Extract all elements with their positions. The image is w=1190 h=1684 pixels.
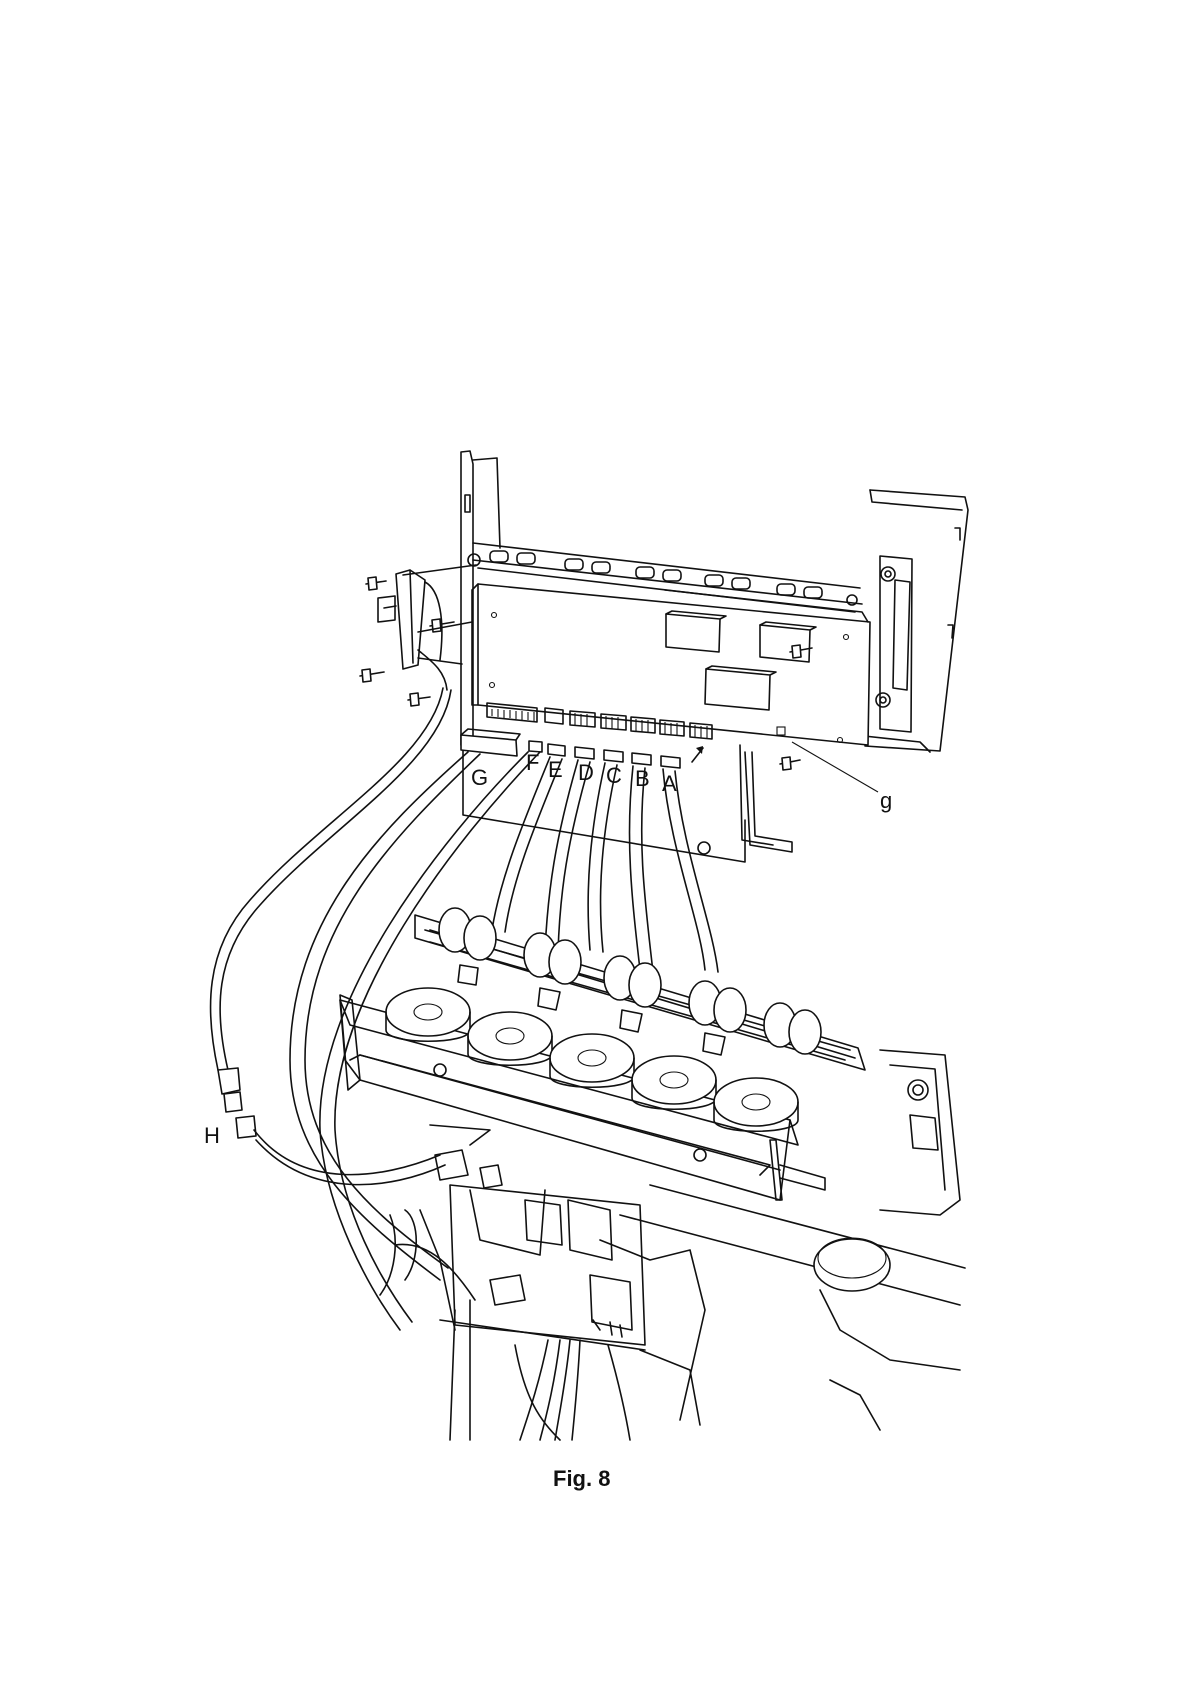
screw-icon	[360, 669, 384, 682]
label-d: D	[578, 760, 594, 785]
screw-icon	[780, 757, 800, 770]
label-b: B	[635, 766, 650, 791]
label-f: F	[526, 750, 539, 775]
label-e: E	[548, 757, 563, 782]
circuit-board	[461, 584, 878, 792]
figure-caption: Fig. 8	[553, 1466, 610, 1491]
plug-connectors	[461, 729, 680, 768]
connector-h	[218, 1068, 445, 1185]
screw-icon	[408, 693, 430, 706]
label-g-upper: G	[471, 765, 488, 790]
label-h: H	[204, 1123, 220, 1148]
label-c: C	[606, 763, 622, 788]
screw-icon	[366, 577, 386, 590]
label-a: A	[662, 771, 677, 796]
label-g-lower: g	[880, 788, 892, 813]
